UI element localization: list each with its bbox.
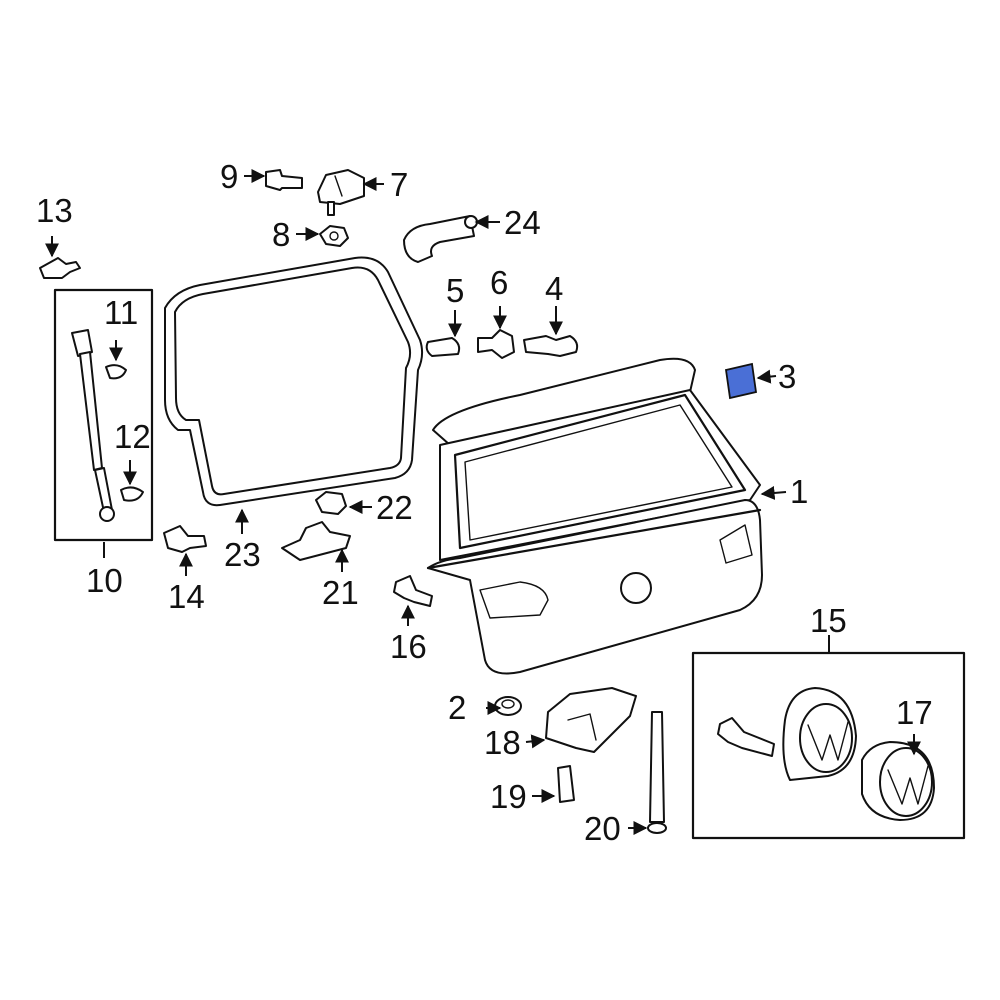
callout-5: 5: [446, 272, 464, 309]
nut-8: [319, 225, 349, 247]
stop-6: [477, 329, 515, 359]
callout-20: 20: [584, 810, 621, 847]
grommet-2: [494, 696, 522, 716]
callout-3: 3: [778, 358, 796, 395]
ball-stud-13: [39, 257, 81, 279]
bracket-21: [281, 521, 351, 561]
bolt-16: [393, 575, 433, 607]
leader-lines: [45, 169, 921, 835]
washer-hose-24: [403, 215, 478, 263]
callout-21: 21: [322, 574, 359, 611]
latch-18: [545, 687, 637, 753]
callout-8: 8: [272, 216, 290, 253]
callout-9: 9: [220, 158, 238, 195]
callout-6: 6: [490, 264, 508, 301]
part-3-highlighted: [724, 362, 758, 400]
ball-stud-14: [163, 525, 207, 553]
callout-12: 12: [114, 418, 151, 455]
callout-15: 15: [810, 602, 847, 639]
weatherstrip-seal: [164, 256, 424, 507]
callout-13: 13: [36, 192, 73, 229]
callout-1: 1: [790, 473, 808, 510]
callout-19: 19: [490, 778, 527, 815]
callout-16: 16: [390, 628, 427, 665]
liftgate: [426, 357, 763, 675]
callout-2: 2: [448, 689, 466, 726]
bolt-19: [557, 765, 575, 803]
callout-labels: 1 2 3 4 5 6 7 8 9 10 11 12 13 14 15 16 1…: [36, 158, 933, 847]
callout-4: 4: [545, 270, 563, 307]
callout-24: 24: [504, 204, 541, 241]
bumper-5: [425, 337, 461, 357]
callout-10: 10: [86, 562, 123, 599]
hinge-bolt-9: [265, 169, 303, 191]
hinge-7: [317, 169, 365, 216]
rod-20: [647, 711, 667, 834]
support-strut-box: [53, 288, 154, 542]
callout-18: 18: [484, 724, 521, 761]
callout-7: 7: [390, 166, 408, 203]
bolt-4: [523, 335, 579, 357]
callout-22: 22: [376, 489, 413, 526]
callout-23: 23: [224, 536, 261, 573]
callout-11: 11: [104, 294, 138, 331]
callout-17: 17: [896, 694, 933, 731]
emblem-box-15: [691, 651, 966, 840]
nut-22: [315, 491, 347, 515]
callout-14: 14: [168, 578, 205, 615]
